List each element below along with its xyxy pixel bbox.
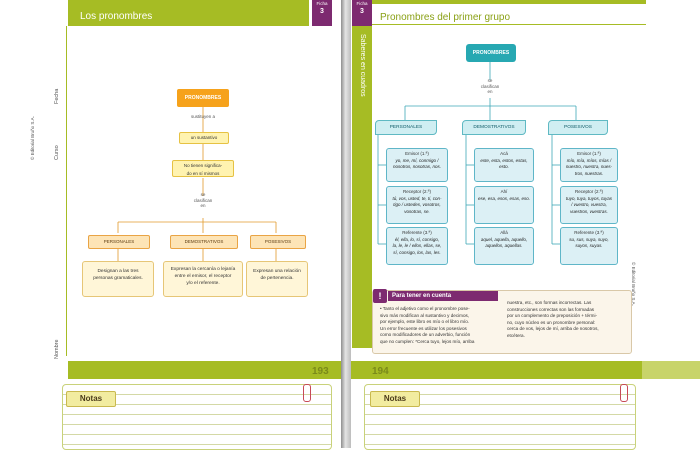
right-header-underline	[372, 24, 646, 25]
right-page-title: Pronombres del primer grupo	[380, 12, 511, 23]
left-link-sustituyen: sustituyen a	[190, 114, 215, 119]
right-pers-emisor-head: Emisor (1.ª)	[405, 151, 429, 156]
right-dem-alla: Allá aquel, aquella, aquello, aquellos, …	[474, 227, 534, 265]
right-dem-ahi-head: Ahí	[500, 189, 508, 194]
right-dem-aca-text: este, esta, estos, estas, esto.	[480, 157, 528, 170]
right-header-rule	[372, 0, 646, 4]
right-cat-demostrativos: DEMOSTRATIVOS	[462, 120, 526, 135]
left-node-significado: No tienen significa- do en sí mismos	[172, 160, 234, 177]
left-ficha-label: Ficha	[316, 1, 328, 6]
left-page-number: 193	[312, 366, 329, 377]
right-pos-emisor: Emisor (1.ª) mío, mía, míos, mías / nues…	[560, 148, 618, 182]
right-pers-emisor-text: yo, me, mí, conmigo / nosotros, nosotras…	[392, 157, 442, 170]
left-margin-line	[66, 26, 67, 356]
left-desc-demostrativos: Expresan la cercanía o lejanía entre el …	[163, 261, 243, 297]
left-ficha-tab: Ficha 3	[312, 0, 332, 26]
right-pos-referente-head: Referente (3.ª)	[574, 230, 604, 235]
right-pos-receptor-head: Receptor (2.ª)	[575, 189, 603, 194]
right-pos-referente-text: su, sus, suya, suyo, suyos, suyas.	[569, 236, 609, 249]
right-pos-receptor-text: tuyo, tuya, tuyos, tuyas / vuestro, vues…	[565, 195, 613, 214]
right-notes-tag: Notas	[370, 391, 420, 407]
right-page-number: 194	[372, 366, 389, 377]
right-pers-referente-head: Referente (3.ª)	[402, 230, 432, 235]
right-pers-receptor-text: tú, vos, usted, te, ti, con- tigo / uste…	[392, 195, 442, 214]
right-pers-referente-text: él, ella, lo, sí, consigo, la, le, le / …	[392, 236, 442, 255]
right-bottom-bar-end	[642, 361, 700, 379]
left-cat-personales: PERSONALES	[88, 235, 150, 249]
right-dem-alla-head: Allá	[500, 230, 508, 235]
left-desc-personales: Designan a las tres personas gramaticale…	[82, 261, 154, 297]
right-pers-emisor: Emisor (1.ª) yo, me, mí, conmigo / nosot…	[386, 148, 448, 182]
right-dem-aca-head: Acá	[500, 151, 508, 156]
right-ficha-number: 3	[360, 8, 364, 15]
left-desc-posesivos: Expresan una relación de pertenencia.	[246, 261, 308, 297]
left-header-bar	[68, 0, 309, 26]
right-vertical-strip	[352, 26, 372, 348]
left-cat-posesivos: POSESIVOS	[250, 235, 306, 249]
left-paperclip-icon	[303, 384, 311, 402]
left-root-node: PRONOMBRES	[177, 89, 229, 107]
right-dem-ahi: Ahí ese, esa, esos, esas, eso.	[474, 186, 534, 224]
right-link-clasifican: se clasifican en	[480, 78, 500, 94]
right-root-node: PRONOMBRES	[466, 44, 516, 62]
book-gutter	[341, 0, 351, 448]
right-cat-personales: PERSONALES	[375, 120, 437, 135]
right-pers-receptor-head: Receptor (2.ª)	[403, 189, 431, 194]
tip-exclamation-icon: !	[373, 289, 387, 303]
tip-text-col1: • Tanto el adjetivo como el pronombre po…	[380, 306, 475, 344]
right-pos-receptor: Receptor (2.ª) tuyo, tuya, tuyos, tuyas …	[560, 186, 618, 224]
right-dem-alla-text: aquel, aquella, aquello, aquellos, aquel…	[480, 236, 528, 249]
left-link-clasifican: se clasifican en	[193, 192, 213, 208]
tip-text-col2: nuestra, etc., son formas incorrectas. L…	[507, 300, 599, 338]
left-notes-tag: Notas	[66, 391, 116, 407]
right-pos-emisor-text: mío, mía, míos, mías / nuestro, nuestra,…	[565, 157, 613, 176]
right-pos-emisor-head: Emisor (1.ª)	[577, 151, 601, 156]
left-cat-demostrativos: DEMOSTRATIVOS	[170, 235, 238, 249]
right-dem-aca: Acá este, esta, estos, estas, esto.	[474, 148, 534, 182]
right-paperclip-icon	[620, 384, 628, 402]
right-cat-posesivos: POSESIVOS	[548, 120, 608, 135]
right-ficha-label: Ficha	[356, 1, 368, 6]
left-ficha-number: 3	[320, 8, 324, 15]
right-dem-ahi-text: ese, esa, esos, esas, eso.	[477, 195, 531, 201]
left-node-sustantivo: un sustantivo	[179, 132, 229, 144]
right-pers-referente: Referente (3.ª) él, ella, lo, sí, consig…	[386, 227, 448, 265]
right-bottom-bar	[351, 361, 642, 379]
right-pers-receptor: Receptor (2.ª) tú, vos, usted, te, ti, c…	[386, 186, 448, 224]
right-pos-referente: Referente (3.ª) su, sus, suya, suyo, suy…	[560, 227, 618, 265]
left-bottom-bar	[68, 361, 341, 379]
tip-title: Para tener en cuenta	[388, 291, 498, 301]
left-page-title: Los pronombres	[80, 11, 153, 22]
right-ficha-tab: Ficha 3	[352, 0, 372, 26]
